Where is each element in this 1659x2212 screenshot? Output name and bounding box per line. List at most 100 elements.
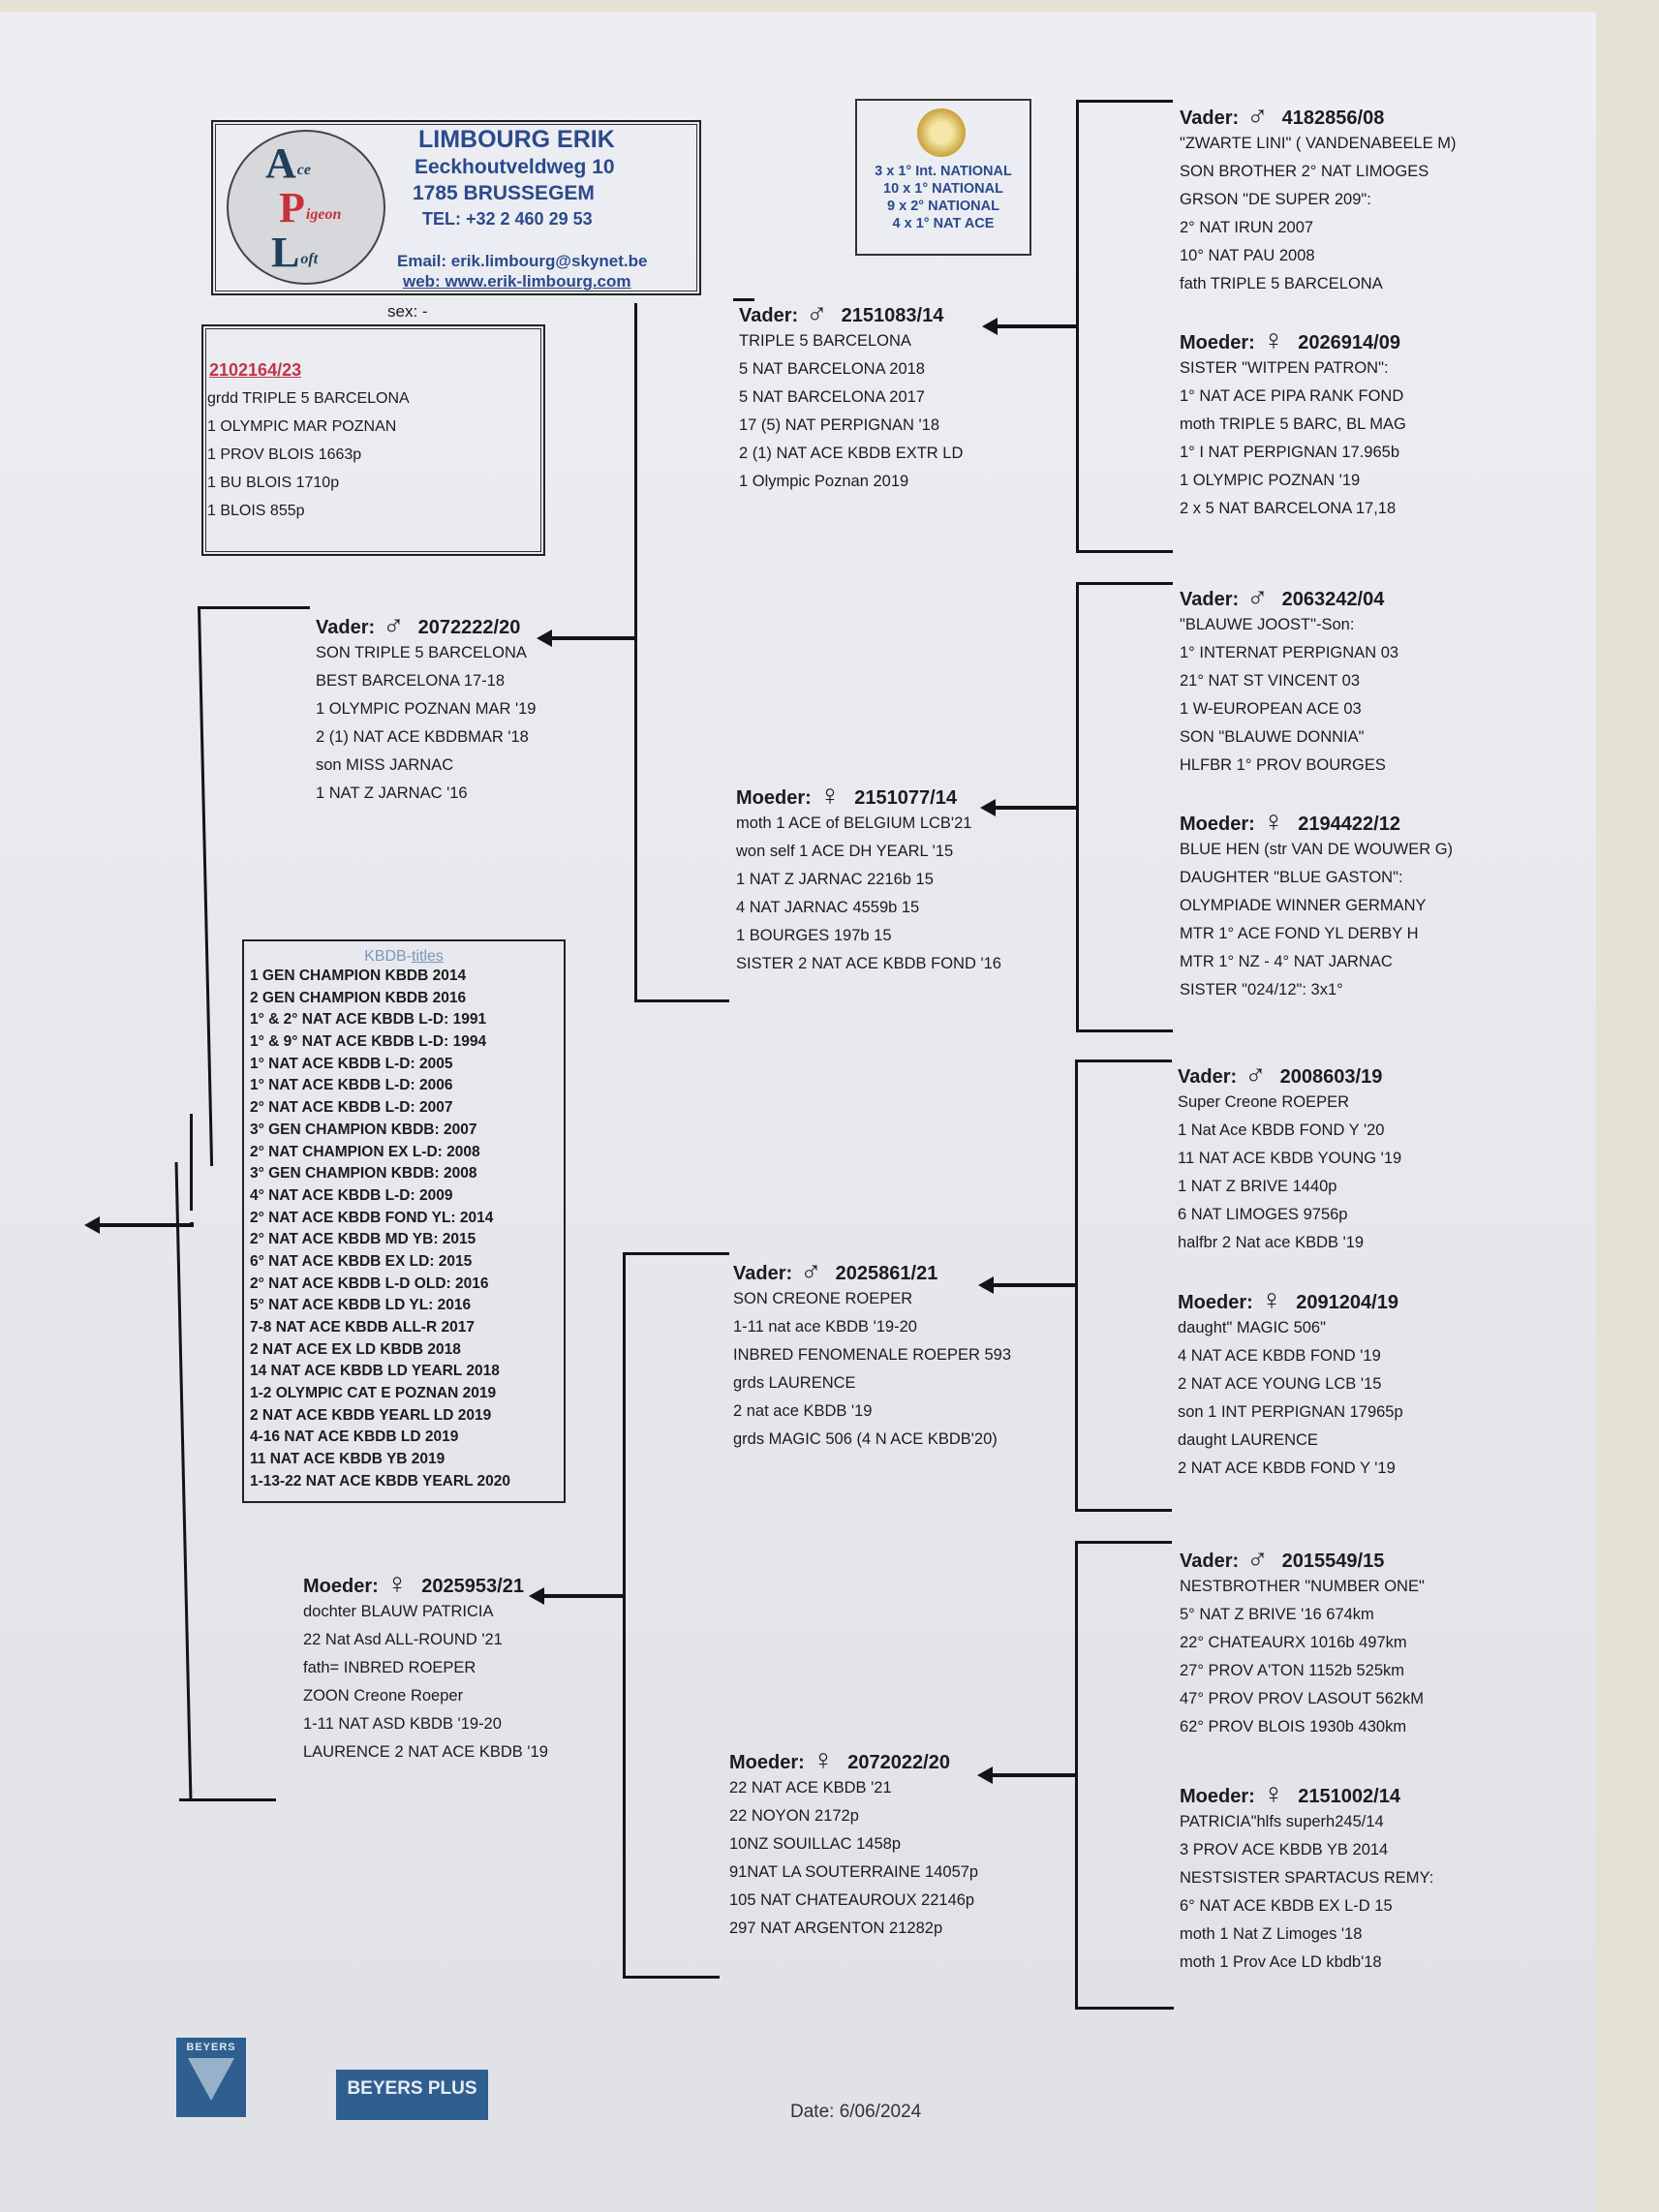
ring-number: 2025953/21 [421,1576,524,1597]
breeder-street: Eeckhoutveldweg 10 [415,156,615,178]
parent-role-label: Vader: [1180,589,1240,610]
achievement-line: 297 NAT ARGENTON 21282p [729,1920,943,1937]
subject-achievement: 1 BLOIS 855p [207,503,305,519]
achievement-line: 22 NAT ACE KBDB '21 [729,1779,892,1797]
ring-number: 2194422/12 [1298,814,1400,835]
parent-role-label: Moeder: [1180,1786,1255,1807]
parent-role-label: Vader: [316,617,376,638]
male-symbol-icon: ♂ [383,609,405,641]
achievement-line: fath TRIPLE 5 BARCELONA [1180,275,1383,292]
breeder-tel: TEL: +32 2 460 29 53 [422,209,593,229]
achievement-line: HLFBR 1° PROV BOURGES [1180,756,1386,774]
card-header: Vader:♂4182856/08 [1180,100,1457,132]
male-symbol-icon: ♂ [1246,1543,1269,1575]
male-symbol-icon: ♂ [806,297,828,329]
breeder-web[interactable]: web: www.erik-limbourg.com [403,272,631,291]
medal-line: 4 x 1° NAT ACE [892,216,995,231]
achievement-line: grds LAURENCE [733,1374,856,1392]
kbdb-title-row: 11 NAT ACE KBDB YB 2019 [250,1451,445,1468]
achievement-line: INBRED FENOMENALE ROEPER 593 [733,1346,1011,1364]
achievement-line: GRSON "DE SUPER 209": [1180,191,1371,208]
ring-number: 2151002/14 [1298,1786,1400,1807]
achievement-line: 1 OLYMPIC POZNAN MAR '19 [316,700,537,718]
parent-role-label: Moeder: [303,1576,379,1597]
female-symbol-icon: ♀ [1262,806,1285,838]
female-symbol-icon: ♀ [385,1568,409,1600]
achievement-line: 1° INTERNAT PERPIGNAN 03 [1180,644,1399,661]
medal-line: 9 x 2° NATIONAL [887,199,999,214]
achievement-line: SISTER 2 NAT ACE KBDB FOND '16 [736,955,1001,972]
pedigree-card-fmf: Vader:♂2063242/04"BLAUWE JOOST"-Son:1° I… [1180,582,1398,780]
kbdb-title-row: 1° & 9° NAT ACE KBDB L-D: 1994 [250,1033,487,1051]
achievement-line: 5° NAT Z BRIVE '16 674km [1180,1606,1374,1623]
achievement-line: 3 PROV ACE KBDB YB 2014 [1180,1841,1389,1859]
kbdb-title-row: 1° NAT ACE KBDB L-D: 2006 [250,1077,453,1094]
male-symbol-icon: ♂ [1246,100,1269,132]
card-header: Moeder:♀2026914/09 [1180,325,1406,355]
achievement-line: SON "BLAUWE DONNIA" [1180,728,1365,746]
ring-number: 2025861/21 [835,1263,938,1284]
achievement-line: 5 NAT BARCELONA 2017 [739,388,925,406]
achievement-line: 2° NAT IRUN 2007 [1180,219,1314,236]
achievement-line: ZOON Creone Roeper [303,1687,464,1705]
subject-achievement: grdd TRIPLE 5 BARCELONA [207,390,410,407]
subject-achievement: 1 BU BLOIS 1710p [207,475,340,491]
achievement-line: 4 NAT JARNAC 4559b 15 [736,899,920,916]
female-symbol-icon: ♀ [812,1744,835,1776]
kbdb-title-row: 2 NAT ACE EX LD KBDB 2018 [250,1340,461,1358]
kbdb-title-row: 2° NAT CHAMPION EX L-D: 2008 [250,1143,480,1160]
parent-role-label: Vader: [733,1263,793,1284]
card-header: Vader:♂2015549/15 [1180,1543,1425,1575]
achievement-line: moth 1 ACE of BELGIUM LCB'21 [736,814,972,832]
kbdb-title-row: 1° NAT ACE KBDB L-D: 2005 [250,1055,453,1072]
beyers-plus-logo: BEYERS PLUS [336,2070,488,2120]
achievement-line: 1 Olympic Poznan 2019 [739,473,909,490]
achievement-line: 2 (1) NAT ACE KBDB EXTR LD [739,445,964,462]
achievement-line: 1 NAT Z JARNAC 2216b 15 [736,871,934,888]
achievement-line: 10° NAT PAU 2008 [1180,247,1315,264]
parent-role-label: Moeder: [1178,1292,1253,1313]
pedigree-card-fff: Vader:♂4182856/08"ZWARTE LINI" ( VANDENA… [1180,101,1457,298]
parent-role-label: Vader: [1180,108,1240,129]
kbdb-title-row: 2° NAT ACE KBDB L-D OLD: 2016 [250,1275,489,1292]
kbdb-title-row: 5° NAT ACE KBDB LD YL: 2016 [250,1297,472,1314]
breeder-email[interactable]: Email: erik.limbourg@skynet.be [397,252,648,270]
ring-number: 2008603/19 [1279,1066,1383,1088]
male-symbol-icon: ♂ [1244,1059,1267,1091]
female-symbol-icon: ♀ [1262,1778,1285,1810]
achievement-line: 1° NAT ACE PIPA RANK FOND [1180,387,1404,405]
print-date: Date: 6/06/2024 [790,2102,922,2122]
kbdb-title-row: 4° NAT ACE KBDB L-D: 2009 [250,1186,453,1204]
kbdb-title-row: 14 NAT ACE KBDB LD YEARL 2018 [250,1363,500,1380]
achievement-line: son MISS JARNAC [316,756,454,774]
subject-ring-number: 2102164/23 [209,360,302,380]
achievement-line: SON BROTHER 2° NAT LIMOGES [1180,163,1429,180]
achievement-line: dochter BLAUW PATRICIA [303,1603,494,1620]
achievement-line: 105 NAT CHATEAUROUX 22146p [729,1891,975,1909]
achievement-line: SISTER "024/12": 3x1° [1180,981,1343,998]
kbdb-title-row: 2° NAT ACE KBDB L-D: 2007 [250,1099,453,1117]
achievement-line: DAUGHTER "BLUE GASTON": [1180,869,1403,886]
sex-label: sex: - [387,302,428,321]
medal-line: 10 x 1° NATIONAL [883,181,1003,197]
achievement-line: moth 1 Nat Z Limoges '18 [1180,1925,1363,1943]
card-header: Vader:♂2025861/21 [733,1256,1011,1286]
achievement-line: 6 NAT LIMOGES 9756p [1178,1206,1348,1223]
achievement-line: 1° I NAT PERPIGNAN 17.965b [1180,444,1400,461]
kbdb-title-row: 2° NAT ACE KBDB FOND YL: 2014 [250,1209,494,1226]
kbdb-title-row: 2° NAT ACE KBDB MD YB: 2015 [250,1231,476,1248]
female-symbol-icon: ♀ [1260,1284,1283,1316]
achievement-line: 2 x 5 NAT BARCELONA 17,18 [1180,500,1397,517]
card-header: Vader:♂2151083/14 [739,297,963,329]
card-header: Moeder:♀2091204/19 [1178,1284,1403,1316]
achievement-line: fath= INBRED ROEPER [303,1659,476,1676]
subject-achievement: 1 PROV BLOIS 1663p [207,446,362,463]
medal-line: 3 x 1° Int. NATIONAL [875,164,1012,179]
